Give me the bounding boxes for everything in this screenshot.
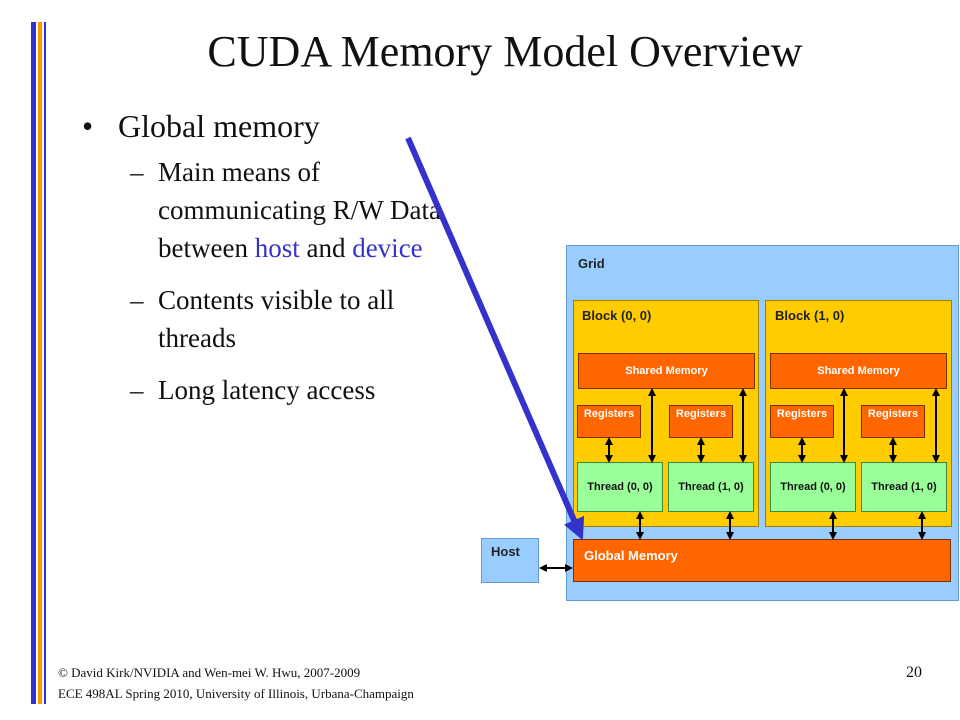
slide-title: CUDA Memory Model Overview [207,27,803,76]
highlight-device: device [352,233,423,263]
left-accent-bar-orange [38,22,42,704]
bullet-global-memory: • Global memory [82,108,462,145]
thread-box: Thread (1, 0) [861,462,947,512]
thread-box: Thread (1, 0) [668,462,754,512]
sub-bullet-dash: – [130,157,144,187]
sub-bullet-latency: – Long latency access [82,371,462,409]
global-memory-box: Global Memory [573,539,951,582]
thread-box: Thread (0, 0) [770,462,856,512]
shared-memory-box: Shared Memory [770,353,947,389]
shared-memory-box: Shared Memory [578,353,755,389]
registers-box: Registers [770,405,834,438]
left-accent-bar-blue-2 [44,22,46,704]
thread-box: Thread (0, 0) [577,462,663,512]
host-box: Host [481,538,539,583]
left-accent-bar-blue [31,22,36,704]
grid-label: Grid [578,256,605,271]
registers-box: Registers [669,405,733,438]
sub-bullet-visible: – Contents visible to all threads [82,281,462,357]
bullet-dot: • [82,108,94,144]
footer-line-1: © David Kirk/NVIDIA and Wen-mei W. Hwu, … [58,665,361,680]
pointer-arrow [405,136,585,541]
sub-bullet-text: Long latency access [158,375,376,405]
bullet-list: • Global memory – Main means of communic… [82,108,462,423]
bullet-main-text: Global memory [118,108,320,144]
sub-bullet-text: Contents visible to all threads [158,285,395,353]
sub-bullet-text-and: and [299,233,353,263]
highlight-host: host [254,233,300,263]
sub-bullet-text: Main means of communicating R/W Data bet… [158,157,441,263]
page-number: 20 [906,664,922,681]
block-label: Block (1, 0) [775,308,845,323]
sub-bullet-dash: – [130,375,144,405]
block-label: Block (0, 0) [582,308,652,323]
footer-copyright: © David Kirk/NVIDIA and Wen-mei W. Hwu, … [58,662,414,704]
sub-bullet-dash: – [130,285,144,315]
footer-line-2: ECE 498AL Spring 2010, University of Ill… [58,686,414,701]
sub-bullet-communicating: – Main means of communicating R/W Data b… [82,153,462,267]
